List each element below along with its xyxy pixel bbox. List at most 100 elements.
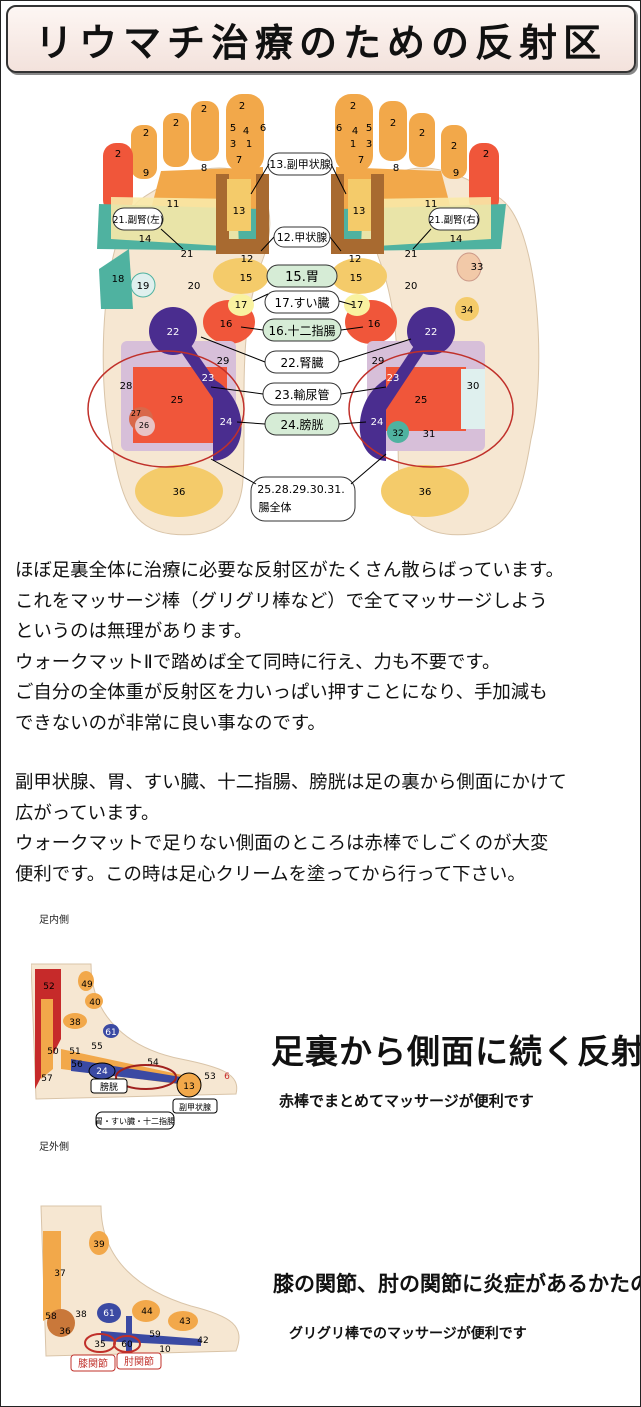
svg-text:50: 50 — [47, 1047, 59, 1057]
zone-15 — [213, 258, 269, 294]
svg-text:4: 4 — [243, 126, 249, 137]
inner-foot-label: 足内側 — [39, 915, 69, 926]
intestine-ring-left — [87, 350, 245, 468]
svg-text:2: 2 — [173, 118, 179, 129]
svg-text:2: 2 — [350, 101, 356, 112]
svg-text:61: 61 — [103, 1309, 114, 1319]
svg-text:59: 59 — [149, 1330, 161, 1340]
svg-text:12: 12 — [349, 254, 362, 265]
svg-text:19: 19 — [137, 281, 150, 292]
text-line: できないのが非常に良い事なのです。 — [15, 712, 326, 734]
text-line: というのは無理があります。 — [15, 621, 253, 642]
svg-text:38: 38 — [75, 1310, 87, 1320]
svg-text:2: 2 — [239, 101, 245, 112]
svg-text:26: 26 — [139, 421, 149, 430]
svg-text:30: 30 — [467, 381, 480, 392]
svg-text:22: 22 — [425, 327, 438, 338]
svg-text:16: 16 — [220, 319, 233, 330]
text-line: ウォークマットⅡで踏めば全て同時に行え、力も不要です。 — [15, 651, 501, 673]
svg-text:60: 60 — [121, 1340, 133, 1350]
svg-text:12.甲状腺: 12.甲状腺 — [277, 230, 328, 244]
svg-text:2: 2 — [201, 104, 207, 115]
svg-text:52: 52 — [43, 982, 54, 992]
svg-text:11: 11 — [167, 199, 180, 210]
toe-4 — [131, 125, 157, 179]
svg-text:23: 23 — [202, 373, 215, 384]
svg-text:38: 38 — [69, 1018, 81, 1028]
svg-text:15.胃: 15.胃 — [285, 270, 319, 285]
svg-text:5: 5 — [230, 123, 236, 134]
inner-foot-subheading: 赤棒でまとめてマッサージが便利です — [279, 1092, 534, 1110]
svg-text:40: 40 — [89, 998, 101, 1008]
svg-text:35: 35 — [94, 1340, 105, 1350]
svg-text:7: 7 — [236, 155, 242, 166]
svg-text:6: 6 — [224, 1072, 230, 1082]
svg-text:39: 39 — [93, 1240, 105, 1250]
svg-text:25: 25 — [171, 395, 184, 406]
zone-13 — [227, 179, 251, 231]
svg-text:12: 12 — [241, 254, 254, 265]
side-paragraph: 副甲状腺、胃、すい臓、十二指腸、膀胱は足の裏から側面にかけて 広がっています。 … — [15, 768, 635, 890]
svg-text:6: 6 — [260, 123, 266, 134]
svg-text:24.膀胱: 24.膀胱 — [280, 417, 323, 432]
title-banner: リウマチ治療のための反射区 — [6, 5, 636, 73]
svg-text:20: 20 — [405, 281, 418, 292]
svg-text:9: 9 — [143, 168, 149, 179]
text-line: ウォークマットで足りない側面のところは赤棒でしごくのが大変 — [15, 833, 549, 854]
big-toe — [226, 94, 264, 172]
svg-text:2: 2 — [143, 128, 149, 139]
svg-text:4: 4 — [352, 126, 358, 137]
svg-text:25.28.29.30.31.: 25.28.29.30.31. — [257, 483, 344, 496]
text-line: これをマッサージ棒（グリグリ棒など）で全てマッサージしよう — [15, 590, 548, 612]
svg-text:37: 37 — [54, 1269, 65, 1279]
svg-text:10: 10 — [159, 1345, 171, 1355]
zone-19 — [130, 272, 156, 298]
svg-text:27: 27 — [131, 409, 141, 418]
svg-text:55: 55 — [91, 1042, 102, 1052]
svg-text:8: 8 — [393, 163, 399, 174]
svg-text:61: 61 — [105, 1028, 116, 1038]
toe-3 — [163, 113, 189, 167]
svg-text:17: 17 — [351, 300, 364, 311]
svg-text:34: 34 — [461, 305, 474, 316]
inner-foot-heading: 足裏から側面に続く反射区 — [271, 1032, 641, 1071]
svg-text:2: 2 — [483, 149, 489, 160]
svg-text:24: 24 — [220, 417, 233, 428]
svg-text:58: 58 — [45, 1312, 57, 1322]
svg-text:29: 29 — [372, 356, 385, 367]
svg-text:6: 6 — [336, 123, 342, 134]
foot-reflex-diagram: 2 2 2 2 2 5 4 6 3 1 7 8 9 11 14 13 12 15… — [87, 94, 540, 536]
svg-text:43: 43 — [179, 1317, 190, 1327]
svg-text:22.腎臓: 22.腎臓 — [280, 356, 323, 370]
svg-text:21: 21 — [181, 249, 194, 260]
svg-text:15: 15 — [240, 273, 253, 284]
svg-text:20: 20 — [188, 281, 201, 292]
svg-text:56: 56 — [71, 1060, 83, 1070]
svg-text:18: 18 — [112, 274, 125, 285]
outer-foot-heading: 膝の関節、肘の関節に炎症があるかたの反射区 — [273, 1272, 640, 1296]
svg-text:23: 23 — [387, 373, 400, 384]
svg-text:2: 2 — [451, 141, 457, 152]
svg-text:21.副腎(右): 21.副腎(右) — [428, 214, 479, 226]
svg-text:24: 24 — [96, 1067, 108, 1077]
svg-text:2: 2 — [390, 118, 396, 129]
svg-text:14: 14 — [139, 234, 152, 245]
svg-text:9: 9 — [453, 168, 459, 179]
page-title: リウマチ治療のための反射区 — [34, 20, 607, 65]
svg-text:腸全体: 腸全体 — [259, 500, 292, 514]
svg-text:16: 16 — [368, 319, 381, 330]
svg-text:3: 3 — [230, 139, 236, 150]
center-labels: 13.副甲状腺 12.甲状腺 15.胃 17.すい臓 16.十二指腸 22.腎臓… — [112, 152, 480, 522]
svg-text:29: 29 — [217, 356, 230, 367]
svg-text:21: 21 — [405, 249, 418, 260]
svg-text:14: 14 — [450, 234, 463, 245]
svg-text:28: 28 — [120, 381, 133, 392]
svg-text:44: 44 — [141, 1307, 153, 1317]
svg-text:22: 22 — [167, 327, 180, 338]
svg-text:17.すい臓: 17.すい臓 — [274, 296, 329, 310]
svg-text:25: 25 — [415, 395, 428, 406]
zone-26 — [135, 416, 155, 436]
svg-text:33: 33 — [471, 262, 484, 273]
zone-18 — [99, 249, 133, 309]
